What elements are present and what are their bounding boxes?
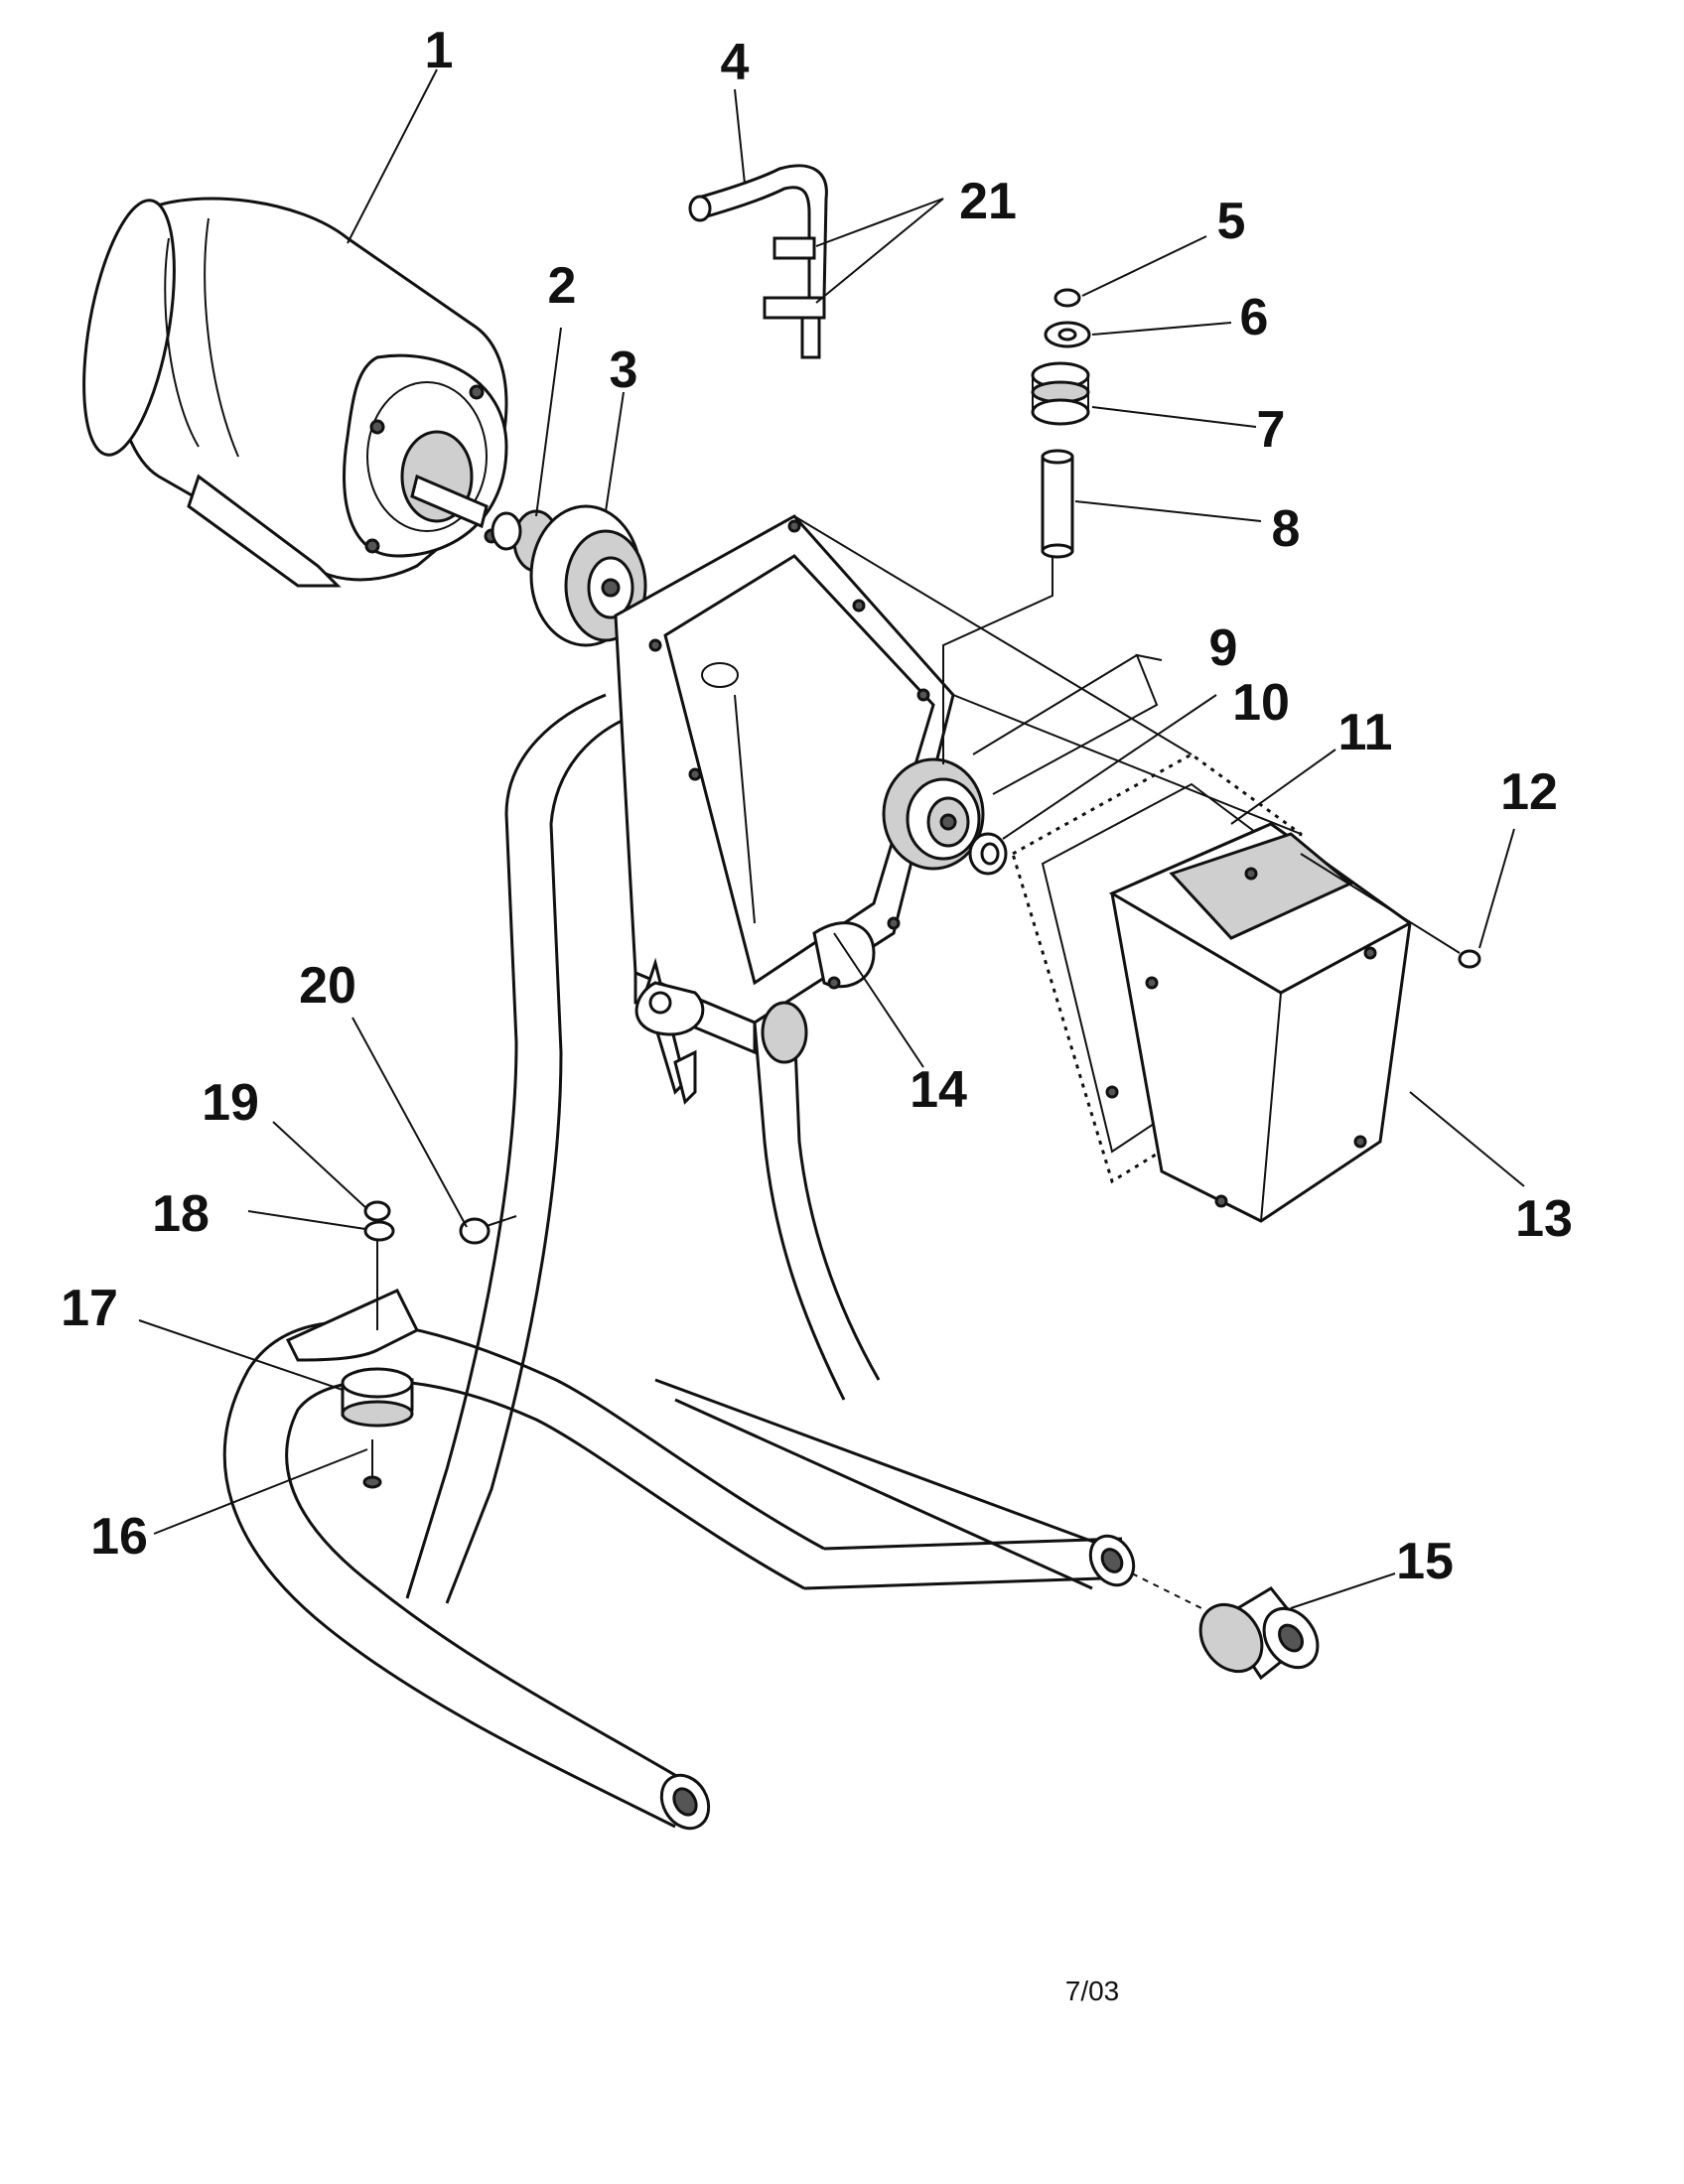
callout-18: 18 xyxy=(152,1185,210,1243)
callout-16: 16 xyxy=(90,1508,148,1566)
callout-13: 13 xyxy=(1515,1190,1573,1248)
footer-date: 7/03 xyxy=(1065,1976,1120,2006)
leader-lines xyxy=(138,68,1525,1609)
gear-cover xyxy=(1105,822,1413,1223)
gear-housing xyxy=(614,514,955,1105)
rubber-foot xyxy=(341,1367,414,1428)
callout-2: 2 xyxy=(548,257,577,315)
bearing xyxy=(882,757,985,871)
callout-11: 11 xyxy=(1338,704,1393,761)
tube-cap xyxy=(1198,1586,1320,1681)
callout-4: 4 xyxy=(721,34,750,91)
callout-12: 12 xyxy=(1500,763,1558,821)
handle-rod xyxy=(688,164,828,359)
callout-5: 5 xyxy=(1217,193,1246,250)
callout-9: 9 xyxy=(1209,619,1238,677)
cart-frame xyxy=(222,693,1222,1831)
pin-nut xyxy=(1053,288,1081,308)
pin-spring xyxy=(1031,361,1090,426)
pin-washer xyxy=(1044,321,1091,348)
retaining-ring xyxy=(968,832,1008,876)
motor xyxy=(82,197,508,588)
callout-17: 17 xyxy=(61,1280,118,1337)
carriage-bolt xyxy=(459,1215,517,1245)
lock-nut xyxy=(363,1200,391,1222)
callout-15: 15 xyxy=(1396,1533,1454,1590)
screw xyxy=(1300,853,1481,969)
callout-1: 1 xyxy=(425,22,454,79)
callout-20: 20 xyxy=(299,957,356,1015)
callout-19: 19 xyxy=(202,1074,259,1132)
callout-labels: 1 2 3 4 5 6 7 8 9 10 11 12 13 14 15 16 1… xyxy=(61,22,1573,1590)
callout-6: 6 xyxy=(1240,289,1269,346)
callout-14: 14 xyxy=(910,1061,967,1119)
bracket xyxy=(285,1289,420,1362)
callout-7: 7 xyxy=(1257,401,1286,459)
callout-3: 3 xyxy=(610,341,638,399)
pin xyxy=(1041,449,1074,559)
callout-21: 21 xyxy=(959,173,1017,230)
drive-hub xyxy=(529,504,647,647)
bolt xyxy=(362,1439,382,1489)
callout-8: 8 xyxy=(1272,500,1301,558)
flat-washer xyxy=(363,1220,395,1242)
callout-10: 10 xyxy=(1232,674,1290,732)
